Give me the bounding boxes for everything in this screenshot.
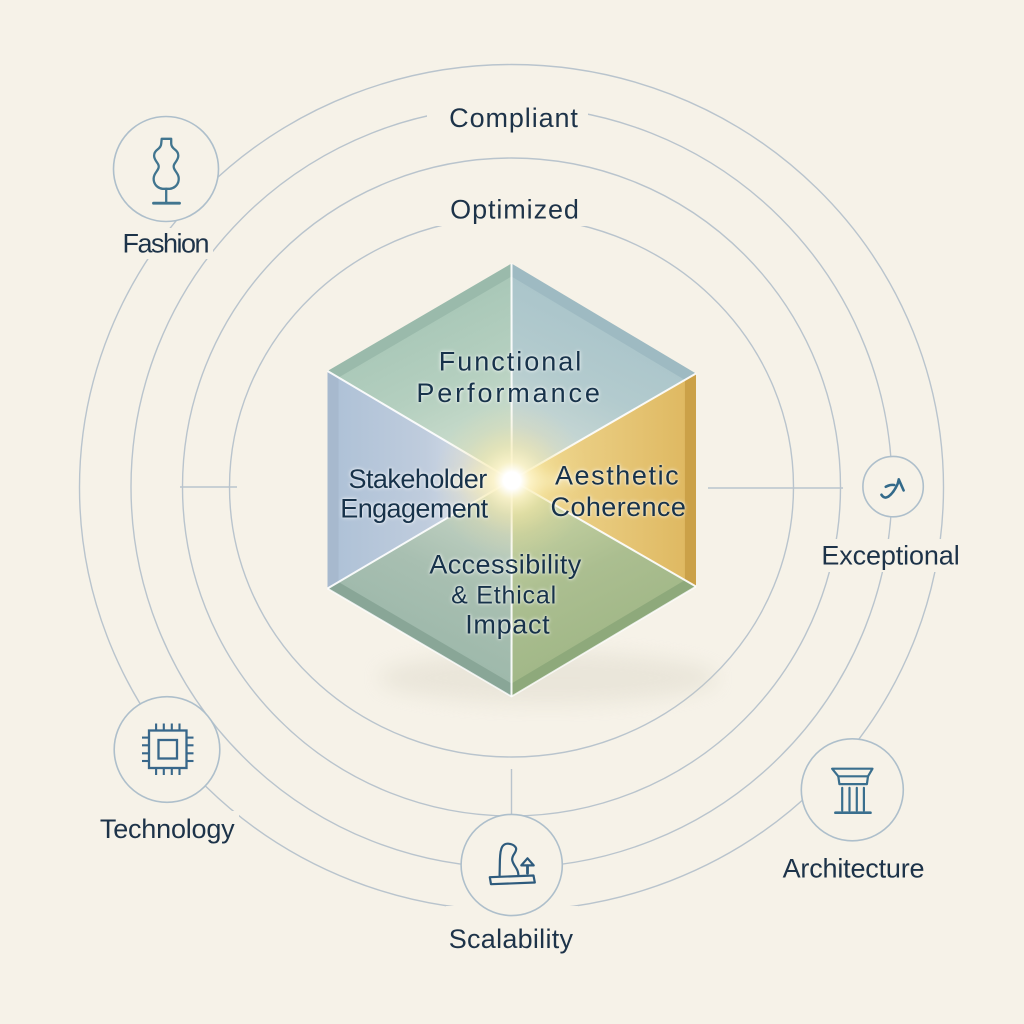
svg-text:Accessibility: Accessibility [429, 550, 581, 580]
svg-text:& Ethical: & Ethical [451, 582, 557, 610]
svg-text:Scalability: Scalability [449, 924, 574, 954]
svg-text:Engagement: Engagement [340, 493, 488, 523]
svg-text:Optimized: Optimized [450, 195, 580, 225]
svg-text:Architecture: Architecture [783, 853, 925, 883]
svg-text:Technology: Technology [100, 814, 235, 844]
svg-text:Compliant: Compliant [449, 103, 579, 133]
svg-text:Exceptional: Exceptional [821, 541, 959, 571]
svg-text:Performance: Performance [416, 378, 602, 408]
svg-text:Fashion: Fashion [123, 228, 209, 258]
svg-text:Coherence: Coherence [551, 492, 687, 522]
svg-text:Impact: Impact [465, 610, 550, 640]
svg-text:Aesthetic: Aesthetic [555, 461, 680, 491]
svg-text:Stakeholder: Stakeholder [349, 464, 488, 494]
svg-text:Functional: Functional [439, 347, 584, 377]
